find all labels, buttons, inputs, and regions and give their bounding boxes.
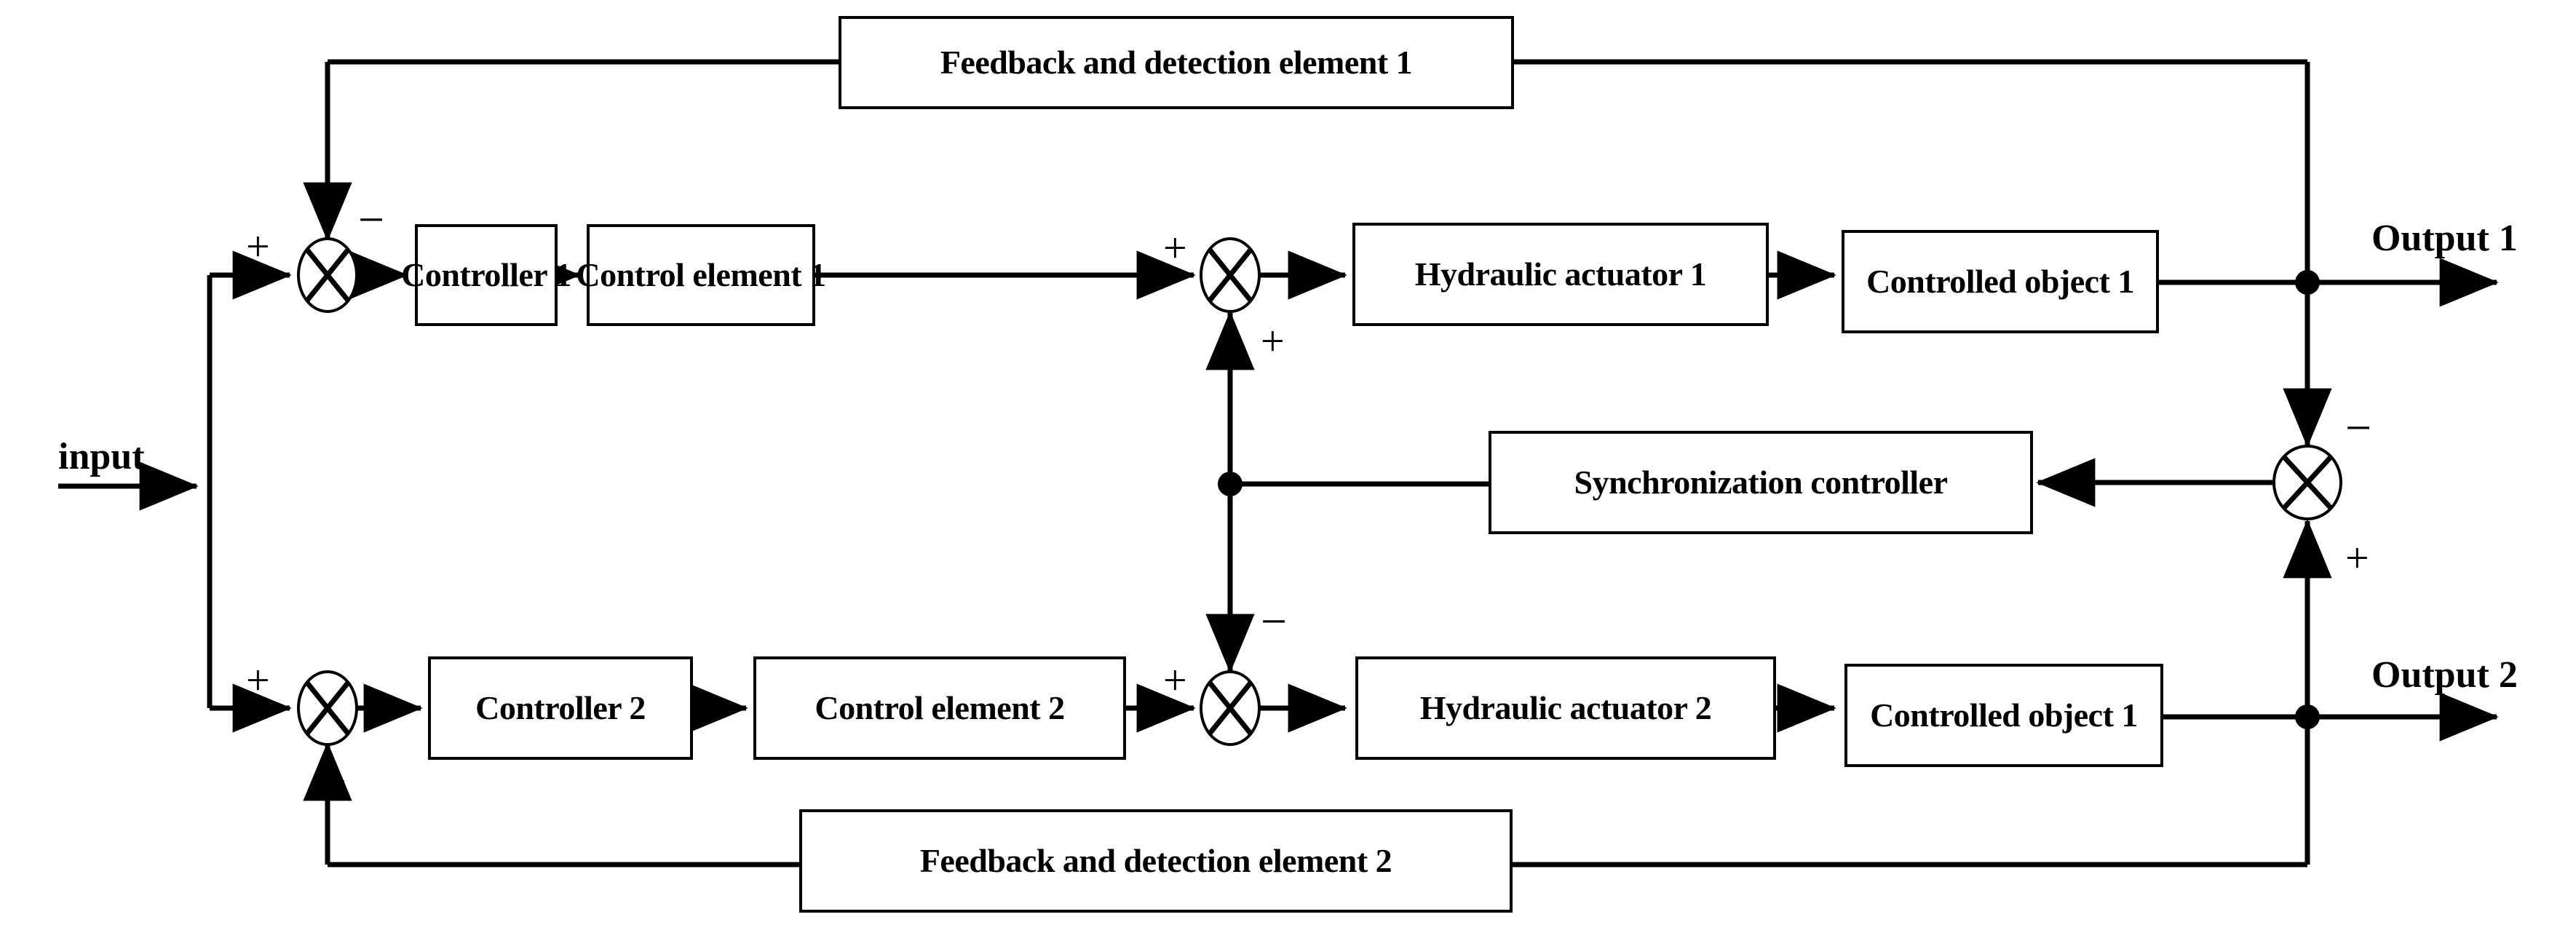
block-control-element-2[interactable]: Control element 2: [753, 656, 1126, 760]
block-controlled-object-2[interactable]: Controlled object 1: [1844, 664, 2163, 767]
block-controlled-object-1[interactable]: Controlled object 1: [1842, 230, 2159, 333]
block-label: Hydraulic actuator 1: [1414, 255, 1707, 293]
label-output-2: Output 2: [2371, 654, 2518, 696]
block-label: Feedback and detection element 1: [940, 43, 1413, 81]
summing-junction-2: [1200, 237, 1261, 313]
sign-sum5-minus: −: [2345, 402, 2372, 453]
summing-junction-1: [297, 237, 358, 313]
block-label: Synchronization controller: [1574, 463, 1948, 501]
block-hydraulic-actuator-2[interactable]: Hydraulic actuator 2: [1355, 656, 1776, 760]
sign-sum2-plus-bottom: +: [1261, 317, 1285, 365]
block-controller-2[interactable]: Controller 2: [428, 656, 693, 760]
junction-dot-syncbus: [1218, 472, 1243, 496]
block-controller-1[interactable]: Controller 1: [401, 224, 571, 326]
sign-sum4-plus: +: [246, 656, 270, 704]
block-feedback-detection-element-1[interactable]: Feedback and detection element 1: [839, 16, 1514, 109]
sign-sum3-minus: −: [1261, 595, 1288, 647]
sign-sum3-plus-left: +: [1163, 656, 1187, 704]
sign-sum5-plus: +: [2345, 534, 2369, 581]
junction-dot-output2: [2295, 704, 2320, 729]
sign-sum1-minus: −: [358, 194, 385, 245]
block-control-element-1[interactable]: Control element 1: [576, 224, 826, 326]
sign-sum1-plus: +: [246, 223, 270, 270]
label-output-1: Output 1: [2371, 218, 2518, 259]
sign-sum4-minus: −: [320, 755, 347, 807]
block-label: Hydraulic actuator 2: [1419, 688, 1712, 726]
block-label: Control element 2: [815, 688, 1065, 726]
junction-dot-output1: [2295, 270, 2320, 295]
block-feedback-detection-element-2[interactable]: Feedback and detection element 2: [799, 809, 1513, 913]
block-label: Controller 2: [475, 688, 646, 726]
block-synchronization-controller[interactable]: Synchronization controller: [1489, 431, 2033, 534]
summing-junction-3: [1200, 670, 1261, 746]
block-label: Control element 1: [576, 255, 826, 293]
block-hydraulic-actuator-1[interactable]: Hydraulic actuator 1: [1352, 223, 1769, 326]
block-label: Controlled object 1: [1866, 262, 2134, 300]
block-label: Feedback and detection element 2: [919, 841, 1392, 879]
block-label: Controller 1: [401, 255, 571, 293]
sign-sum2-plus-left: +: [1163, 224, 1187, 271]
summing-junction-4: [297, 670, 358, 746]
label-input: input: [58, 436, 145, 477]
block-label: Controlled object 1: [1870, 696, 2138, 734]
summing-junction-5: [2272, 445, 2342, 520]
